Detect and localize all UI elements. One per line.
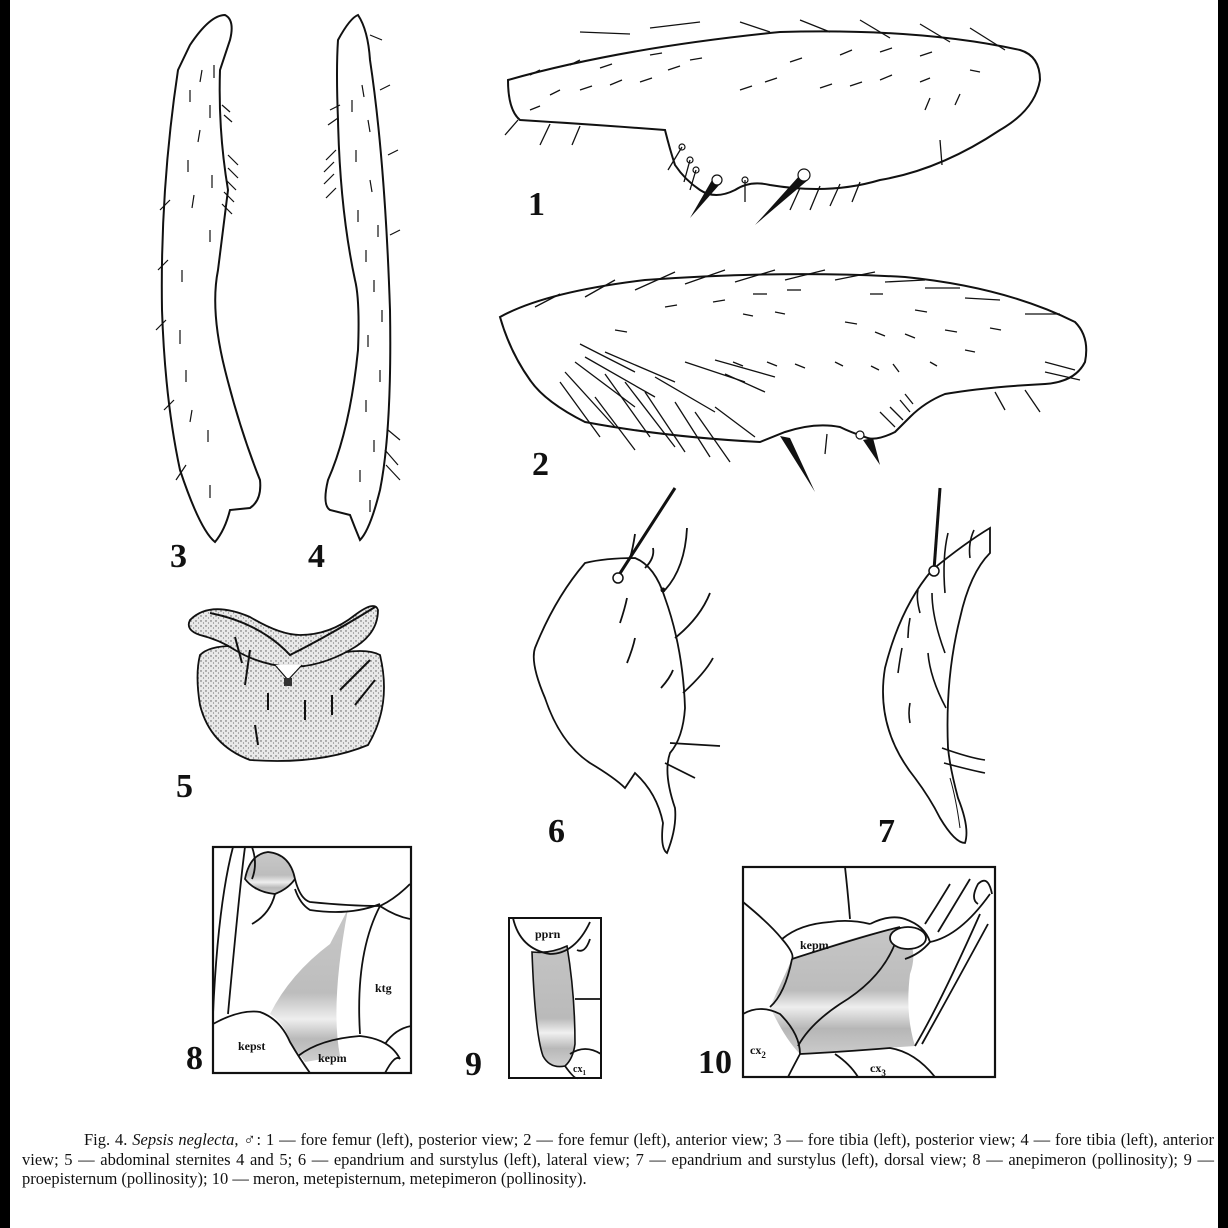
fig10-label-cx3: cx3 (870, 1061, 886, 1078)
caption-species: Sepsis neglecta (132, 1130, 235, 1149)
panel-label-3: 3 (170, 538, 187, 575)
fig8-label-kepst: kepst (238, 1039, 265, 1053)
fig9-label-cx1: cx1 (573, 1064, 586, 1077)
panel-label-2: 2 (532, 446, 549, 483)
figure-caption: Fig. 4. Sepsis neglecta, ♂: 1 — fore fem… (22, 1130, 1214, 1189)
caption-prefix: Fig. 4. (84, 1130, 128, 1149)
panel-label-8: 8 (186, 1040, 203, 1077)
caption-sex: , ♂: (234, 1130, 266, 1149)
fig10-label-kepm: kepm (800, 938, 829, 952)
fig2-fore-femur-anterior (498, 269, 1088, 492)
panel-label-6: 6 (548, 813, 565, 850)
panel-label-1: 1 (528, 186, 545, 223)
fig1-fore-femur-posterior (504, 19, 1042, 225)
caption-body: 1 — fore femur (left), posterior view; 2… (22, 1130, 1214, 1188)
panel-label-9: 9 (465, 1046, 482, 1083)
figure-page: 3 4 (10, 0, 1218, 1228)
fig7-epandrium-dorsal (882, 487, 991, 844)
panel-label-10: 10 (698, 1044, 732, 1081)
fig5-abdominal-sternites (187, 605, 385, 762)
fig10-label-cx2: cx2 (750, 1043, 766, 1060)
fig9-label-pprn: pprn (535, 927, 561, 941)
fig8-label-kepm: kepm (318, 1051, 347, 1065)
fig9-proepisternum: pprn cx1 (508, 917, 602, 1080)
panel-label-4: 4 (308, 538, 325, 575)
fig3-fore-tibia-posterior (155, 13, 262, 544)
fig6-epandrium-lateral (532, 487, 721, 855)
fig10-meron-metepisternum: kepm cx2 cx3 (741, 865, 997, 1079)
fig4-fore-tibia-anterior (323, 13, 401, 542)
panel-label-5: 5 (176, 768, 193, 805)
fig8-label-ktg: ktg (375, 981, 392, 995)
fig8-anepimeron: kepst kepm ktg (211, 845, 413, 1075)
panel-label-7: 7 (878, 813, 895, 850)
